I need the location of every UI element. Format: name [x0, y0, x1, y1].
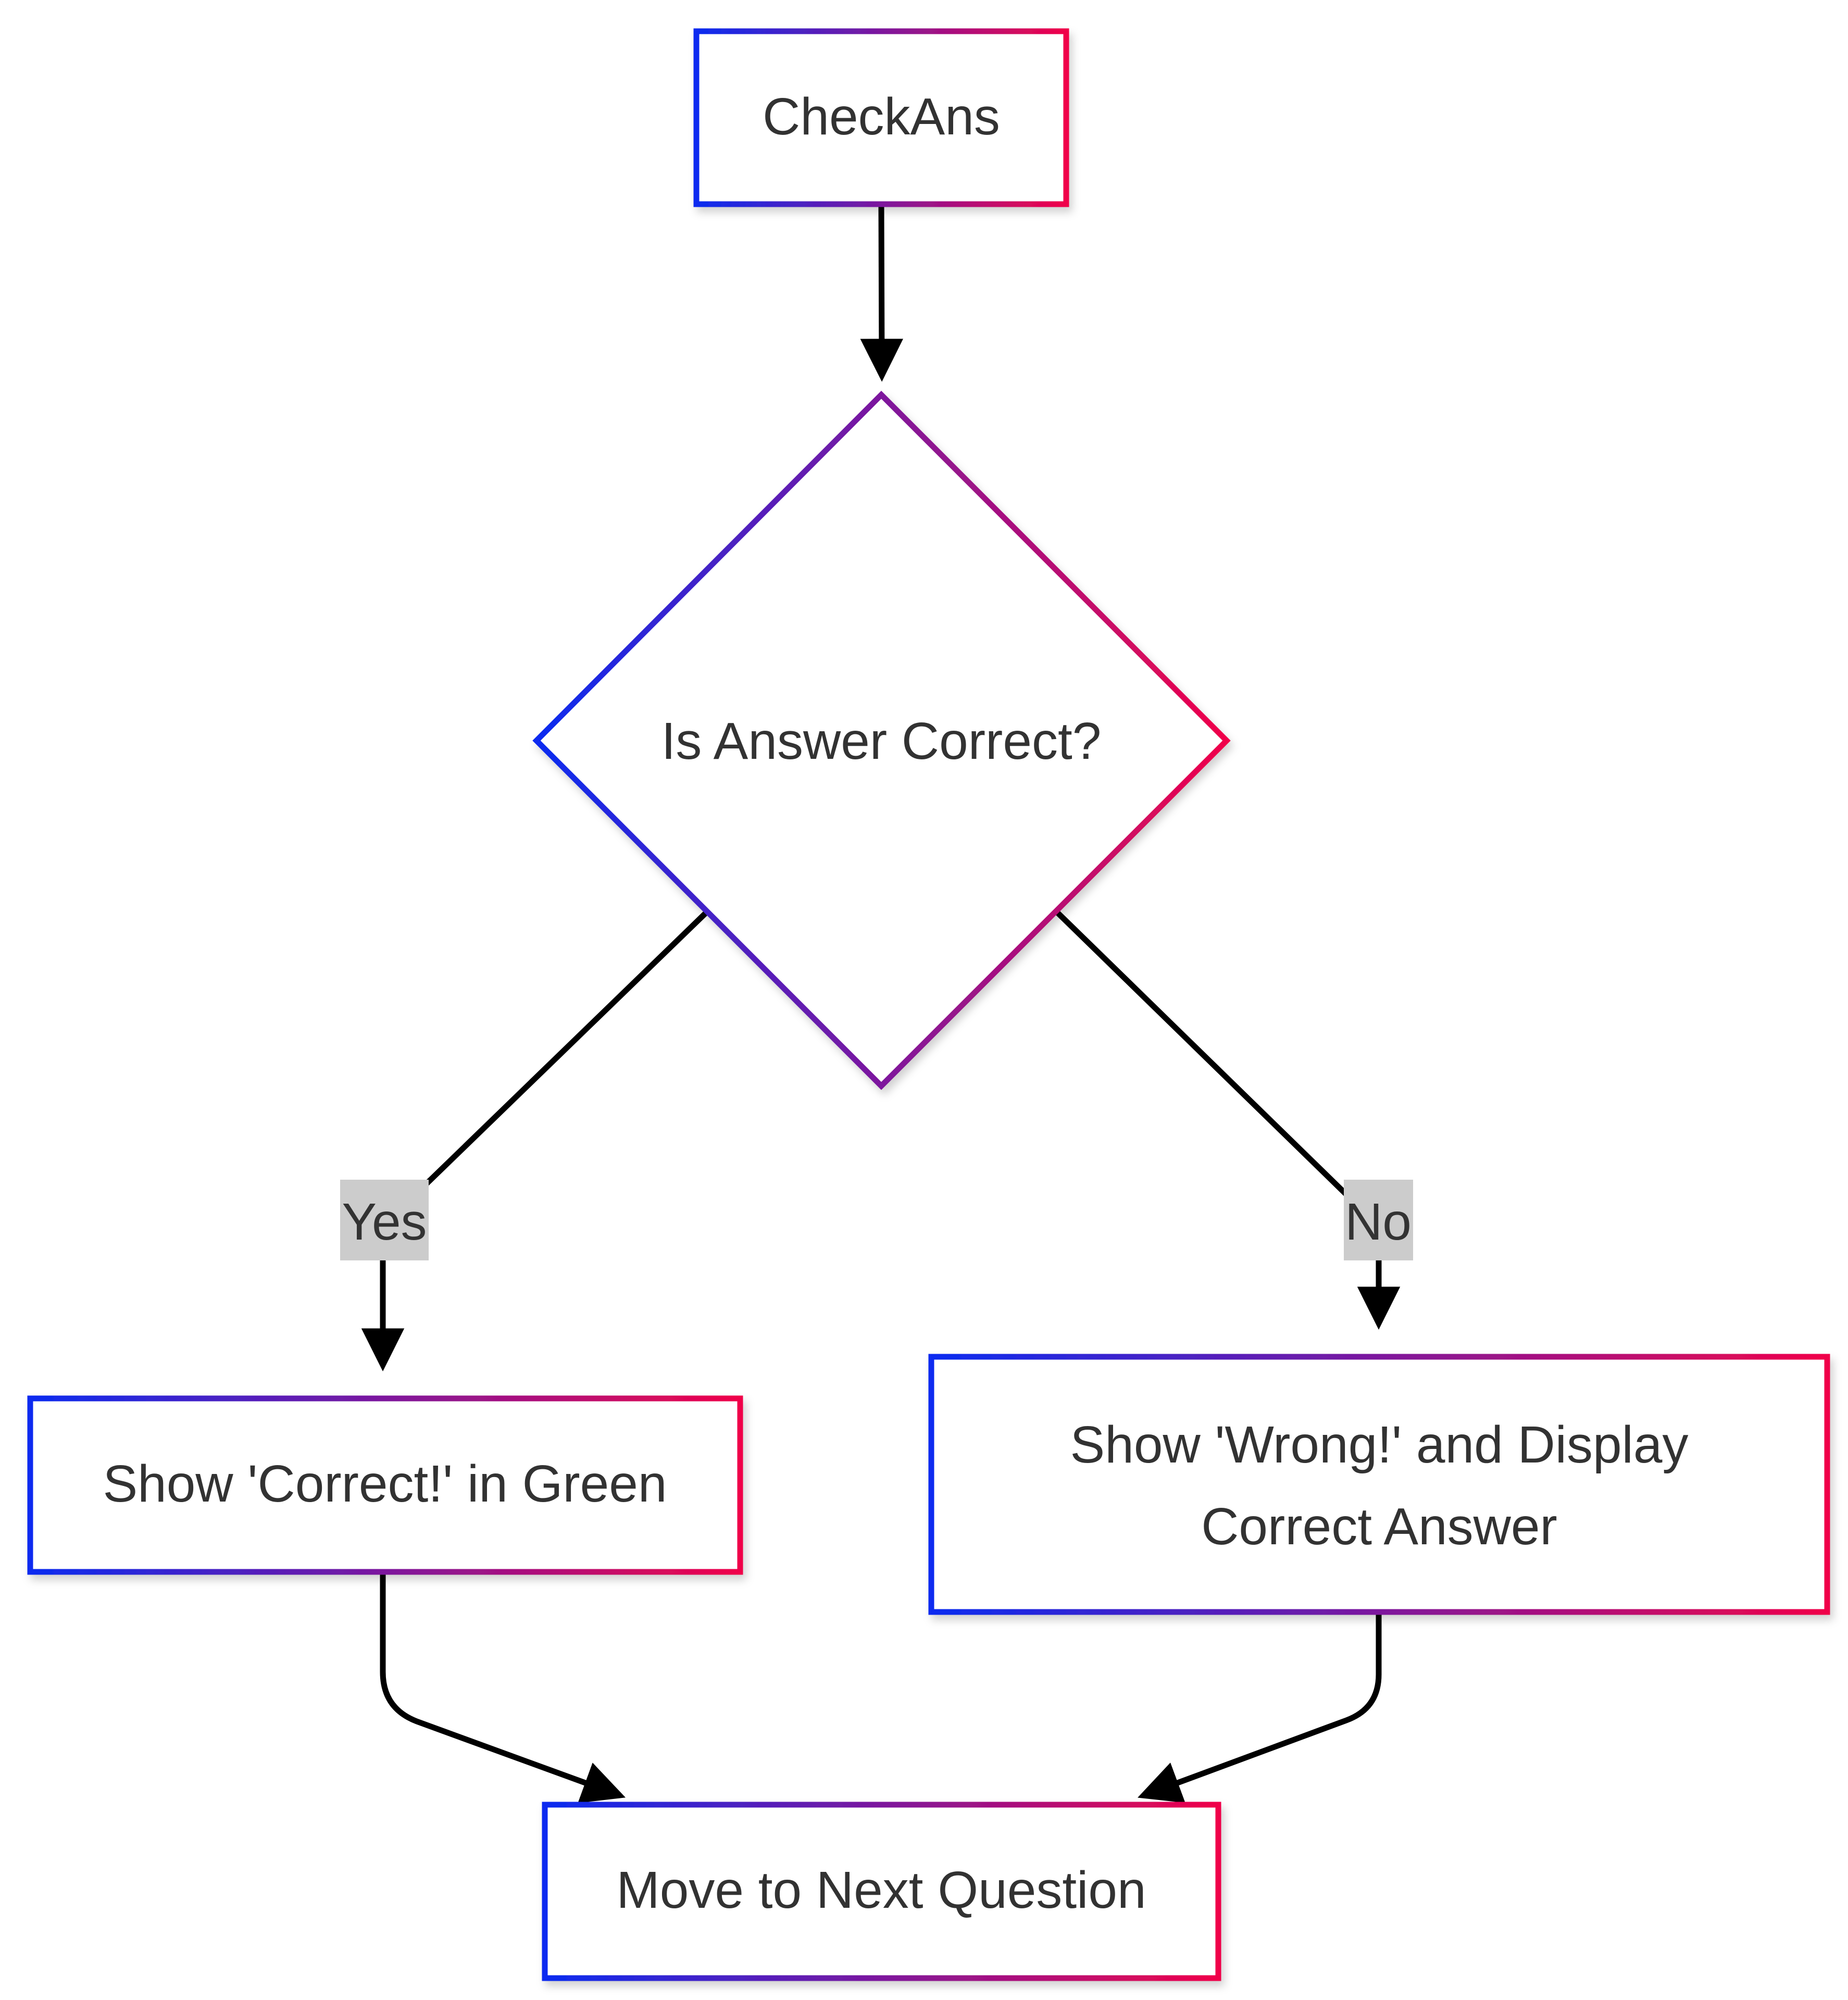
edge-label-yes: Yes — [340, 1180, 429, 1260]
node-show-wrong-label-line2: Correct Answer — [1201, 1497, 1557, 1556]
node-check-ans[interactable]: CheckAns — [693, 28, 1069, 207]
node-show-wrong-label-line1: Show 'Wrong!' and Display — [1070, 1416, 1689, 1474]
edge-checkans-to-decision — [860, 204, 904, 382]
node-show-wrong[interactable]: Show 'Wrong!' and Display Correct Answer — [928, 1354, 1830, 1615]
node-show-correct[interactable]: Show 'Correct!' in Green — [27, 1395, 743, 1575]
edge-show-correct-to-next — [380, 1572, 626, 1803]
edge-label-yes-text: Yes — [342, 1193, 427, 1251]
node-is-answer-correct[interactable]: Is Answer Correct? — [532, 391, 1231, 1090]
edge-show-wrong-to-next — [1138, 1612, 1382, 1803]
node-next-question[interactable]: Move to Next Question — [542, 1802, 1221, 1981]
node-check-ans-label: CheckAns — [763, 88, 1000, 146]
node-show-correct-label: Show 'Correct!' in Green — [103, 1455, 667, 1513]
node-next-question-label: Move to Next Question — [616, 1861, 1146, 1919]
edge-decision-to-show-correct — [361, 910, 708, 1371]
node-is-answer-correct-label: Is Answer Correct? — [661, 712, 1102, 770]
edge-label-no: No — [1344, 1180, 1413, 1260]
edge-label-no-text: No — [1345, 1193, 1412, 1251]
edge-decision-to-show-wrong — [1055, 910, 1401, 1330]
